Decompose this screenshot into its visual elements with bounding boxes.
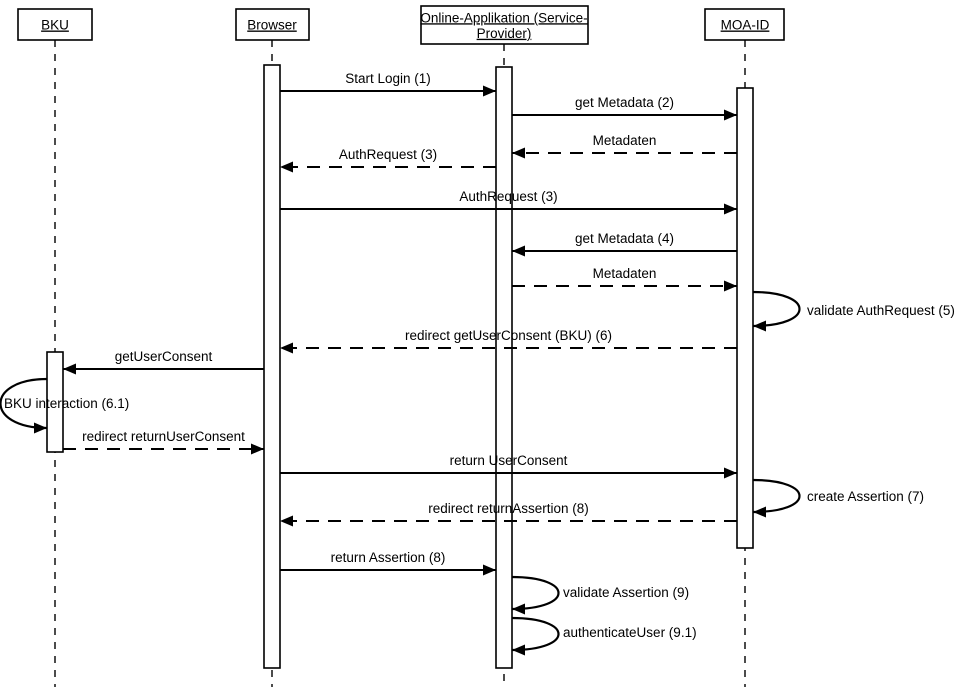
message-4[interactable]: AuthRequest (3) <box>280 147 496 173</box>
message-5[interactable]: AuthRequest (3) <box>280 189 737 215</box>
message-arrowhead-6 <box>512 245 525 257</box>
message-8[interactable]: redirect getUserConsent (BKU) (6) <box>280 328 737 354</box>
message-13[interactable]: return Assertion (8) <box>280 550 496 576</box>
self-message-loop-2 <box>0 377 48 430</box>
message-6[interactable]: get Metadata (4) <box>512 231 737 257</box>
activation-bar-browser[interactable] <box>263 64 281 669</box>
self-message-label-2: BKU interaction (6.1) <box>4 396 129 411</box>
message-arrowhead-11 <box>724 467 737 479</box>
self-message-loop-5 <box>511 616 560 652</box>
activation-bar-oa[interactable] <box>495 66 513 669</box>
message-label-11: return UserConsent <box>450 453 568 468</box>
self-message-label-5: authenticateUser (9.1) <box>563 625 697 640</box>
message-arrowhead-3 <box>512 147 525 159</box>
message-arrowhead-9 <box>63 363 76 375</box>
self-message-arrowhead-3 <box>753 506 766 518</box>
lifeline-header-box-bku <box>17 8 93 41</box>
lifeline-header-moaid[interactable]: MOA-ID <box>704 8 785 41</box>
self-message-3[interactable]: create Assertion (7) <box>752 478 924 518</box>
lifeline-label-bku: BKU <box>41 18 69 33</box>
self-message-4[interactable]: validate Assertion (9) <box>511 575 689 615</box>
self-message-label-4: validate Assertion (9) <box>563 585 689 600</box>
message-3[interactable]: Metadaten <box>512 133 737 159</box>
lifeline-header-box-moaid <box>704 8 785 41</box>
lifeline-label-browser: Browser <box>247 18 297 33</box>
message-7[interactable]: Metadaten <box>512 266 737 292</box>
self-messages-layer: validate AuthRequest (5) BKU interaction … <box>0 290 955 656</box>
message-label-5: AuthRequest (3) <box>459 189 557 204</box>
message-label-4: AuthRequest (3) <box>339 147 437 162</box>
self-message-arrowhead-1 <box>753 320 766 332</box>
message-label-10: redirect returnUserConsent <box>82 429 245 444</box>
message-label-9: getUserConsent <box>115 349 213 364</box>
message-10[interactable]: redirect returnUserConsent <box>63 429 264 455</box>
message-arrowhead-4 <box>280 161 293 173</box>
message-11[interactable]: return UserConsent <box>280 453 737 479</box>
message-arrowhead-10 <box>251 443 264 455</box>
message-arrowhead-7 <box>724 280 737 292</box>
message-label-13: return Assertion (8) <box>331 550 446 565</box>
lifeline-header-box-oa <box>420 5 589 45</box>
self-message-loop-1 <box>752 290 801 328</box>
lifeline-header-bku[interactable]: BKU <box>17 8 93 41</box>
message-arrowhead-12 <box>280 515 293 527</box>
self-message-arrowhead-4 <box>512 603 525 615</box>
activation-bar-bku[interactable] <box>46 351 64 453</box>
message-arrowhead-5 <box>724 203 737 215</box>
self-message-loop-4 <box>511 575 560 611</box>
lifeline-label-oa: Provider) <box>477 26 532 41</box>
message-arrowhead-8 <box>280 342 293 354</box>
message-9[interactable]: getUserConsent <box>63 349 264 375</box>
message-label-8: redirect getUserConsent (BKU) (6) <box>405 328 612 343</box>
self-message-arrowhead-5 <box>512 644 525 656</box>
message-arrowhead-2 <box>724 109 737 121</box>
self-message-label-3: create Assertion (7) <box>807 489 924 504</box>
message-label-3: Metadaten <box>593 133 657 148</box>
lifeline-header-oa[interactable]: Online-Applikation (Service-Provider) <box>420 5 589 45</box>
self-message-arrowhead-2 <box>34 422 47 434</box>
self-message-2[interactable]: BKU interaction (6.1) <box>0 377 130 434</box>
lifeline-label-oa: Online-Applikation (Service- <box>420 10 587 25</box>
activations-layer <box>46 64 754 669</box>
lifeline-label-moaid: MOA-ID <box>721 18 770 33</box>
message-12[interactable]: redirect returnAssertion (8) <box>280 501 737 527</box>
lifeline-header-box-browser <box>235 8 310 41</box>
activation-bar-moaid[interactable] <box>736 87 754 549</box>
self-message-loop-3 <box>752 478 801 514</box>
message-label-7: Metadaten <box>593 266 657 281</box>
self-message-1[interactable]: validate AuthRequest (5) <box>752 290 955 332</box>
lifeline-header-browser[interactable]: Browser <box>235 8 310 41</box>
message-arrowhead-13 <box>483 564 496 576</box>
self-message-5[interactable]: authenticateUser (9.1) <box>511 616 697 656</box>
message-1[interactable]: Start Login (1) <box>280 71 496 97</box>
lifeline-headers-layer: BKU Browser Online-Applikation (Service-Pr… <box>17 5 785 45</box>
message-label-2: get Metadata (2) <box>575 95 674 110</box>
message-arrowhead-1 <box>483 85 496 97</box>
self-message-label-1: validate AuthRequest (5) <box>807 303 955 318</box>
messages-layer: Start Login (1) get Metadata (2) Metadaten… <box>63 71 737 576</box>
message-2[interactable]: get Metadata (2) <box>512 95 737 121</box>
message-label-12: redirect returnAssertion (8) <box>428 501 589 516</box>
message-label-6: get Metadata (4) <box>575 231 674 246</box>
message-label-1: Start Login (1) <box>345 71 431 86</box>
